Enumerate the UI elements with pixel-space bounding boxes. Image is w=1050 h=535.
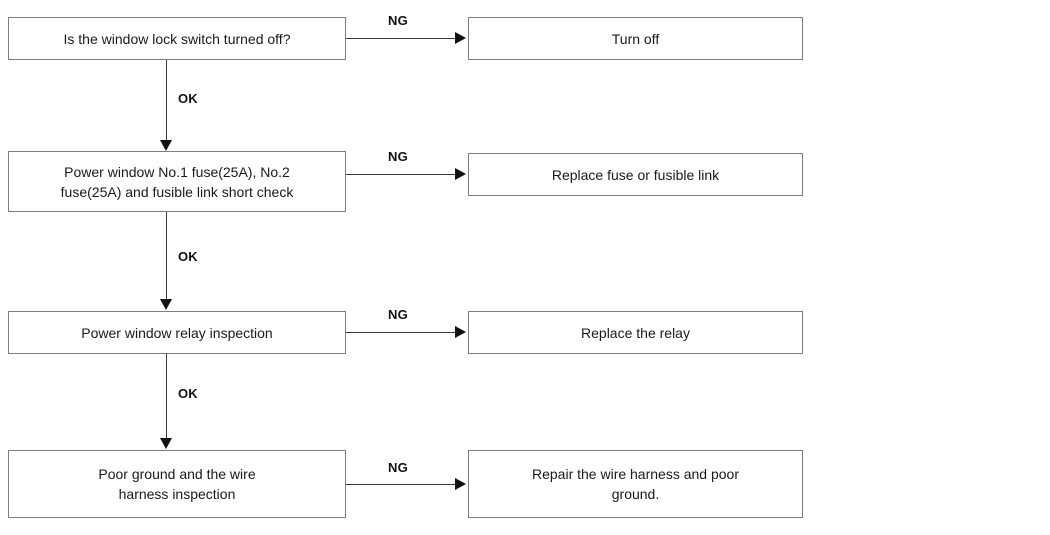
ok-label-1: OK <box>178 91 198 106</box>
ng-label-2: NG <box>388 149 408 164</box>
ok-arrowhead-2 <box>160 299 172 310</box>
check-node-1[interactable]: Is the window lock switch turned off? <box>8 17 346 60</box>
check-node-1-label: Is the window lock switch turned off? <box>63 30 291 47</box>
ok-connector-1 <box>166 60 167 141</box>
ok-label-3: OK <box>178 386 198 401</box>
ng-connector-2 <box>346 174 457 175</box>
action-node-3[interactable]: Replace the relay <box>468 311 803 354</box>
check-node-2-label: Power window No.1 fuse(25A), No.2 fuse(2… <box>60 163 294 200</box>
ng-arrowhead-1 <box>455 32 466 44</box>
check-node-4[interactable]: Poor ground and the wire harness inspect… <box>8 450 346 518</box>
ng-label-4: NG <box>388 460 408 475</box>
ok-connector-3 <box>166 354 167 439</box>
ng-arrowhead-3 <box>455 326 466 338</box>
action-node-4[interactable]: Repair the wire harness and poor ground. <box>468 450 803 518</box>
ng-connector-4 <box>346 484 457 485</box>
ng-connector-1 <box>346 38 457 39</box>
ng-connector-3 <box>346 332 457 333</box>
action-node-2-label: Replace fuse or fusible link <box>551 166 720 183</box>
check-node-4-label: Poor ground and the wire harness inspect… <box>98 466 256 502</box>
ok-label-2: OK <box>178 249 198 264</box>
ng-label-3: NG <box>388 307 408 322</box>
action-node-1[interactable]: Turn off <box>468 17 803 60</box>
action-node-1-label: Turn off <box>611 30 660 47</box>
ng-arrowhead-2 <box>455 168 466 180</box>
check-node-3[interactable]: Power window relay inspection <box>8 311 346 354</box>
action-node-3-label: Replace the relay <box>581 324 690 341</box>
check-node-2[interactable]: Power window No.1 fuse(25A), No.2 fuse(2… <box>8 151 346 212</box>
ok-arrowhead-1 <box>160 140 172 151</box>
ng-label-1: NG <box>388 13 408 28</box>
ng-arrowhead-4 <box>455 478 466 490</box>
action-node-2[interactable]: Replace fuse or fusible link <box>468 153 803 196</box>
ok-arrowhead-3 <box>160 438 172 449</box>
check-node-3-label: Power window relay inspection <box>81 324 273 341</box>
ok-connector-2 <box>166 212 167 300</box>
action-node-4-label: Repair the wire harness and poor ground. <box>531 466 739 502</box>
